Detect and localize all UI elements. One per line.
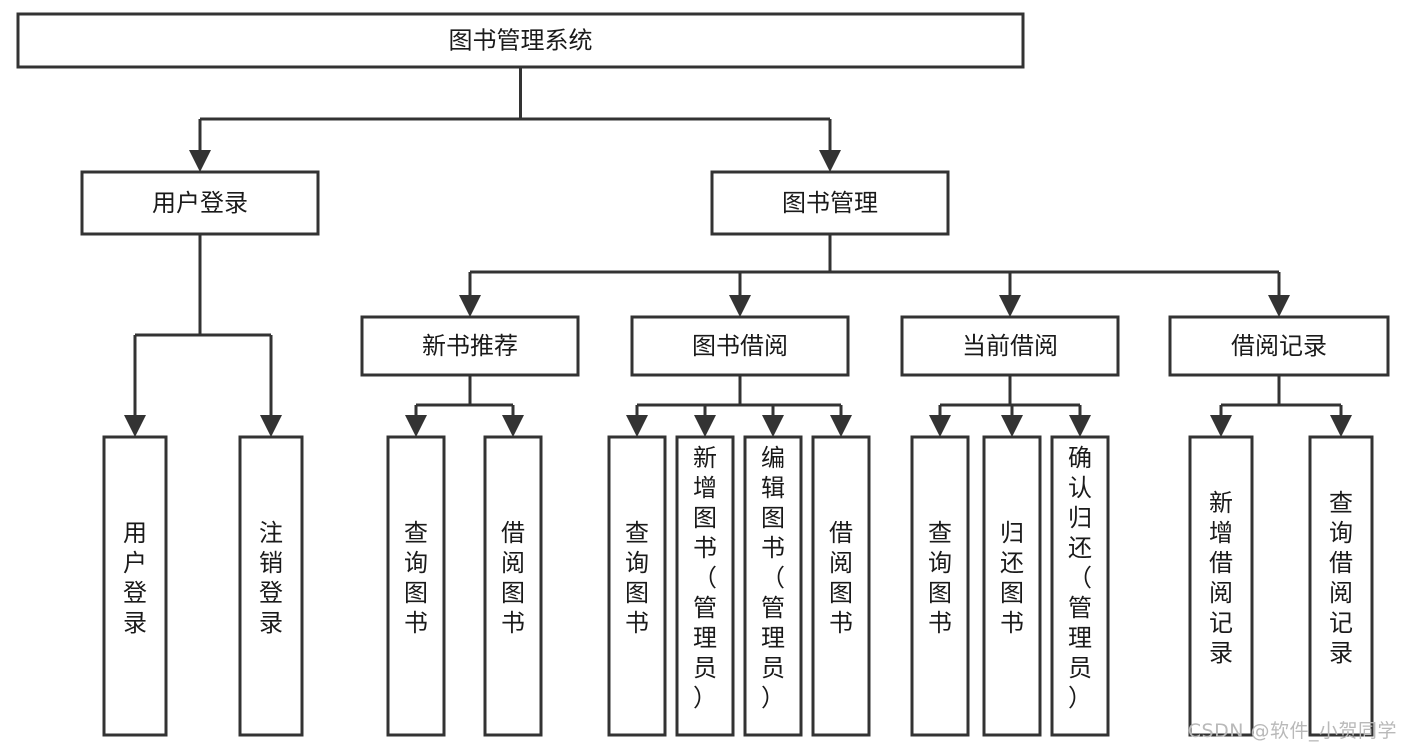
leaf-leaf-user-login-label: 用户登录 bbox=[123, 519, 147, 637]
connectors-layer bbox=[124, 67, 1352, 437]
leaf-leaf-query-book-borrow-rect bbox=[607, 435, 667, 737]
node-borrow-record-label: 借阅记录 bbox=[1231, 332, 1327, 360]
arrowhead-root-to-book-manage bbox=[819, 150, 841, 172]
arrowhead-book-manage-to-borrow-record bbox=[1268, 295, 1290, 317]
node-user-login-rect bbox=[80, 170, 320, 236]
arrowhead-book-borrow-to-leaf-add-book bbox=[694, 415, 716, 437]
leaf-leaf-query-borrow-record-rect bbox=[1308, 435, 1374, 737]
leaf-leaf-query-book-borrow[interactable]: 查询图书 bbox=[607, 435, 667, 737]
leaf-leaf-logout[interactable]: 注销登录 bbox=[238, 435, 304, 737]
node-new-book-recommend-rect bbox=[360, 315, 580, 377]
node-current-borrow-label: 当前借阅 bbox=[962, 332, 1058, 360]
leaf-leaf-user-login[interactable]: 用户登录 bbox=[102, 435, 168, 737]
node-book-borrow[interactable]: 图书借阅 bbox=[630, 315, 850, 377]
node-new-book-recommend[interactable]: 新书推荐 bbox=[360, 315, 580, 377]
leaf-leaf-borrow-book[interactable]: 借阅图书 bbox=[811, 435, 871, 737]
node-borrow-record-rect bbox=[1168, 315, 1390, 377]
node-root-root[interactable]: 图书管理系统 bbox=[16, 12, 1025, 69]
leaf-leaf-query-book-current-label: 查询图书 bbox=[928, 519, 952, 637]
leaf-leaf-logout-label: 注销登录 bbox=[259, 519, 283, 637]
leaf-leaf-borrow-book-label: 借阅图书 bbox=[829, 519, 853, 637]
node-user-login[interactable]: 用户登录 bbox=[80, 170, 320, 236]
leaf-leaf-edit-book[interactable]: 编辑图书（管理员） bbox=[743, 435, 803, 737]
arrowhead-current-borrow-to-leaf-confirm-return bbox=[1069, 415, 1091, 437]
arrowhead-book-borrow-to-leaf-query-book-borrow bbox=[626, 415, 648, 437]
leaf-leaf-query-book-recommend-label: 查询图书 bbox=[404, 519, 428, 637]
node-root-root-rect bbox=[16, 12, 1025, 69]
leaf-leaf-query-borrow-record-label: 查询借阅记录 bbox=[1329, 489, 1353, 667]
node-book-manage[interactable]: 图书管理 bbox=[710, 170, 950, 236]
node-book-borrow-label: 图书借阅 bbox=[692, 332, 788, 360]
leaf-leaf-borrow-book-recommend-rect bbox=[483, 435, 543, 737]
leaf-leaf-add-borrow-record-rect bbox=[1188, 435, 1254, 737]
leaf-leaf-confirm-return-label: 确认归还（管理员） bbox=[1068, 444, 1092, 712]
arrowhead-new-book-recommend-to-leaf-query-book-recommend bbox=[405, 415, 427, 437]
leaf-leaf-confirm-return[interactable]: 确认归还（管理员） bbox=[1050, 435, 1110, 737]
arrowhead-book-borrow-to-leaf-edit-book bbox=[762, 415, 784, 437]
leaf-leaf-return-book-label: 归还图书 bbox=[1000, 519, 1024, 637]
leaf-leaf-query-book-recommend-rect bbox=[386, 435, 446, 737]
leaf-leaf-borrow-book-recommend[interactable]: 借阅图书 bbox=[483, 435, 543, 737]
arrowhead-new-book-recommend-to-leaf-borrow-book-recommend bbox=[502, 415, 524, 437]
leaf-leaf-borrow-book-rect bbox=[811, 435, 871, 737]
leaf-leaf-add-book-rect bbox=[675, 435, 735, 737]
arrowhead-borrow-record-to-leaf-query-borrow-record bbox=[1330, 415, 1352, 437]
arrowhead-book-manage-to-current-borrow bbox=[999, 295, 1021, 317]
leaf-leaf-query-book-recommend[interactable]: 查询图书 bbox=[386, 435, 446, 737]
arrowhead-current-borrow-to-leaf-query-book-current bbox=[929, 415, 951, 437]
arrowhead-user-login-to-leaf-user-login bbox=[124, 415, 146, 437]
leaf-leaf-confirm-return-rect bbox=[1050, 435, 1110, 737]
node-root-root-label: 图书管理系统 bbox=[449, 27, 593, 55]
arrowhead-book-borrow-to-leaf-borrow-book bbox=[830, 415, 852, 437]
node-user-login-label: 用户登录 bbox=[152, 189, 248, 217]
leaf-leaf-borrow-book-recommend-label: 借阅图书 bbox=[501, 519, 525, 637]
node-book-manage-rect bbox=[710, 170, 950, 236]
leaf-leaf-add-book-label: 新增图书（管理员） bbox=[693, 444, 717, 712]
leaf-leaf-return-book-rect bbox=[982, 435, 1042, 737]
leaf-leaf-logout-rect bbox=[238, 435, 304, 737]
leaf-leaf-return-book[interactable]: 归还图书 bbox=[982, 435, 1042, 737]
arrowhead-root-to-user-login bbox=[189, 150, 211, 172]
arrowhead-book-manage-to-book-borrow bbox=[729, 295, 751, 317]
leaf-leaf-add-book[interactable]: 新增图书（管理员） bbox=[675, 435, 735, 737]
node-book-borrow-rect bbox=[630, 315, 850, 377]
leaf-leaf-query-book-borrow-label: 查询图书 bbox=[625, 519, 649, 637]
leaf-leaf-add-borrow-record-label: 新增借阅记录 bbox=[1209, 489, 1233, 667]
leaf-leaf-user-login-rect bbox=[102, 435, 168, 737]
node-borrow-record[interactable]: 借阅记录 bbox=[1168, 315, 1390, 377]
node-book-manage-label: 图书管理 bbox=[782, 189, 878, 217]
leaf-leaf-query-book-current-rect bbox=[910, 435, 970, 737]
leaf-leaf-edit-book-label: 编辑图书（管理员） bbox=[761, 444, 785, 712]
leaf-leaf-add-borrow-record[interactable]: 新增借阅记录 bbox=[1188, 435, 1254, 737]
node-current-borrow-rect bbox=[900, 315, 1120, 377]
boxes-layer: 图书管理系统用户登录图书管理新书推荐图书借阅当前借阅借阅记录用户登录注销登录查询… bbox=[16, 12, 1390, 737]
leaf-leaf-edit-book-rect bbox=[743, 435, 803, 737]
arrowhead-user-login-to-leaf-logout bbox=[260, 415, 282, 437]
leaf-leaf-query-book-current[interactable]: 查询图书 bbox=[910, 435, 970, 737]
leaf-leaf-query-borrow-record[interactable]: 查询借阅记录 bbox=[1308, 435, 1374, 737]
node-new-book-recommend-label: 新书推荐 bbox=[422, 332, 518, 360]
arrowhead-current-borrow-to-leaf-return-book bbox=[1001, 415, 1023, 437]
node-current-borrow[interactable]: 当前借阅 bbox=[900, 315, 1120, 377]
arrowhead-borrow-record-to-leaf-add-borrow-record bbox=[1210, 415, 1232, 437]
arrowhead-book-manage-to-new-book-recommend bbox=[459, 295, 481, 317]
